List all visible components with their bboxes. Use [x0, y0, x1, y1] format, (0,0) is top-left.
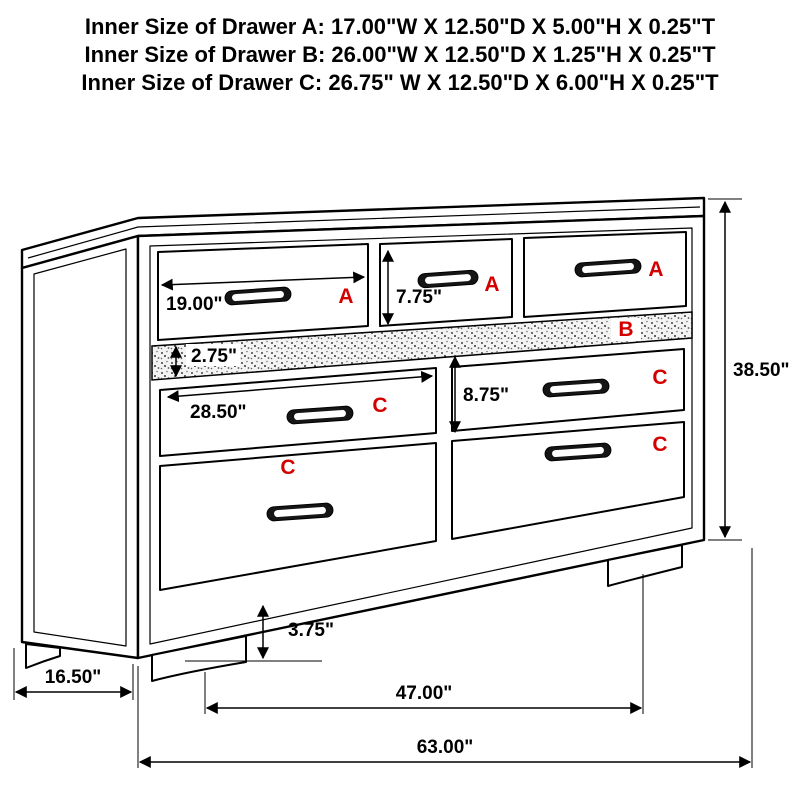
dresser-side-panel: [20, 234, 140, 660]
leg-span-label: 47.00": [396, 683, 453, 704]
side-depth-label: 16.50": [45, 667, 102, 688]
drawer-c-right-bottom-front: [451, 421, 685, 540]
drawer-b-label-background: [611, 318, 641, 341]
drawer-a2-label: A: [484, 273, 499, 296]
dresser-drawing: A A A B C C C C: [20, 196, 706, 682]
drawer-c-right-top-handle-icon: [542, 378, 610, 398]
header-line-drawer-b: Inner Size of Drawer B: 26.00"W X 12.50"…: [84, 42, 716, 67]
drawer-b-label: B: [618, 318, 633, 341]
drawer-b-height-label: 2.75": [191, 346, 237, 367]
drawer-a1-label: A: [338, 285, 353, 308]
drawer-a2-handle-icon: [417, 269, 479, 289]
header-line-drawer-a: Inner Size of Drawer A: 17.00"W X 12.50"…: [85, 14, 716, 39]
drawer-a-height-label: 7.75": [396, 287, 442, 308]
drawer-c-right-bottom-label: C: [652, 433, 667, 456]
drawer-c-right-bottom-handle-icon: [544, 442, 612, 462]
drawer-c-width-label: 28.50": [190, 402, 247, 423]
drawer-a-width-label: 19.00": [166, 294, 223, 315]
drawer-c-height-label: 8.75": [463, 385, 509, 406]
drawer-b-height-label-background: [186, 344, 240, 366]
drawer-a3-label: A: [648, 258, 663, 281]
drawer-a-width-arrow: [160, 271, 366, 291]
drawer-c-width-arrow: [166, 370, 434, 403]
drawer-c-left-bottom-handle-icon: [266, 502, 334, 522]
header-line-drawer-c: Inner Size of Drawer C: 26.75" W X 12.50…: [81, 70, 719, 95]
drawer-a3-handle-icon: [574, 258, 642, 278]
front-left-foot: [151, 635, 247, 682]
front-inner-frame: [149, 227, 693, 645]
header: Inner Size of Drawer A: 17.00"W X 12.50"…: [81, 14, 719, 95]
drawer-c-left-top-label: C: [372, 394, 387, 417]
drawer-a1-handle-icon: [224, 286, 292, 306]
side-left-foot: [25, 643, 61, 669]
overall-width-label: 63.00": [417, 737, 474, 758]
top-slab-molding-line: [27, 206, 701, 259]
drawer-b-glitter-strip: [151, 311, 693, 381]
base-height-label: 3.75": [288, 620, 334, 641]
drawer-c-right-top-label: C: [652, 366, 667, 389]
drawer-c-left-top-handle-icon: [286, 405, 354, 425]
overall-height-label: 38.50": [733, 360, 790, 381]
dimension-annotations: 19.00" 7.75" 2.75" 28.50" 8.75" 38.50" 3…: [13, 198, 790, 768]
drawer-c-left-bottom-label: C: [280, 456, 295, 479]
front-right-foot: [607, 544, 683, 587]
side-panel-inner-line: [33, 248, 127, 647]
